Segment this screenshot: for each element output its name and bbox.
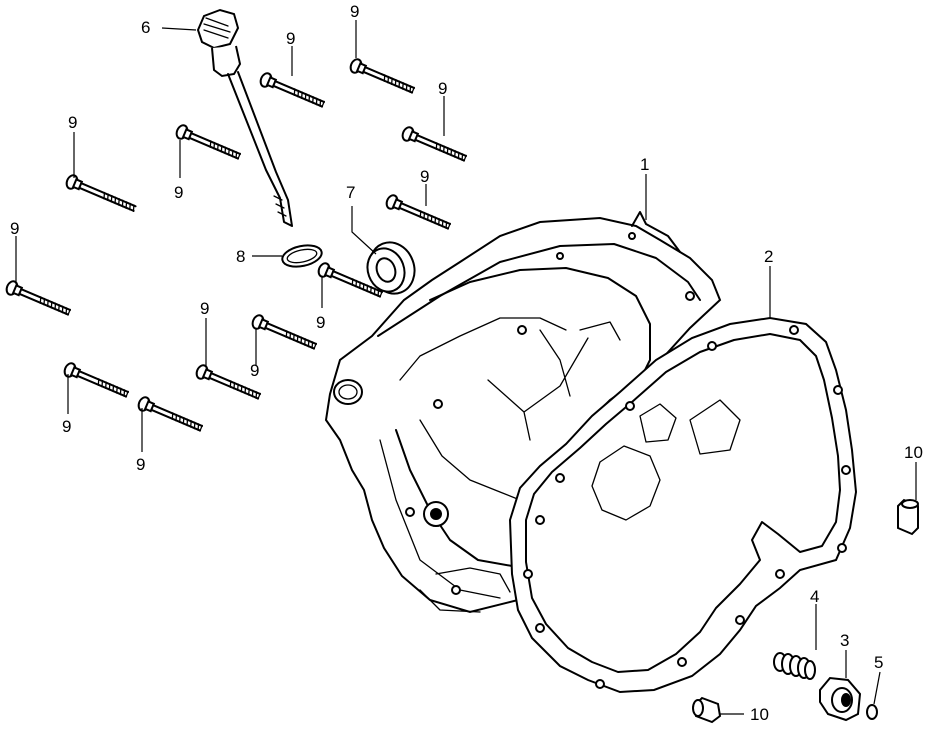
spring (773, 652, 816, 680)
oil-dipstick (196, 8, 293, 227)
bolt-1 (349, 58, 416, 94)
bolt-10 (195, 364, 262, 400)
oil-seal (366, 241, 416, 295)
callout-9: 9 (316, 313, 325, 332)
part-5 (866, 704, 878, 720)
bolt-4 (175, 124, 242, 160)
callout-10: 10 (904, 443, 923, 462)
callout-9: 9 (174, 183, 183, 202)
bolt-8 (5, 280, 72, 316)
callout-9: 9 (250, 361, 259, 380)
bolt-11 (63, 362, 130, 398)
bolt-6 (385, 194, 452, 230)
callout-9: 9 (10, 219, 19, 238)
bolt-12 (137, 396, 204, 432)
dowel-pin-2 (692, 696, 722, 724)
callout-2: 2 (764, 247, 773, 266)
callout-9: 9 (136, 455, 145, 474)
bolt-3 (401, 126, 468, 162)
callout-6: 6 (141, 18, 150, 37)
bolt-7 (317, 262, 384, 298)
crankcase-cover (324, 211, 722, 614)
bolt-2 (259, 72, 326, 108)
callout-10: 10 (750, 705, 769, 724)
callout-9: 9 (68, 113, 77, 132)
callout-9: 9 (62, 417, 71, 436)
callout-4: 4 (810, 587, 819, 606)
bolt-5 (65, 174, 137, 212)
part-3 (819, 676, 862, 722)
callout-9: 9 (200, 299, 209, 318)
o-ring (281, 244, 323, 268)
callout-labels: 6 9 9 9 9 9 9 7 8 9 9 9 9 9 9 1 2 10 10 … (10, 2, 923, 724)
leader-lines (15, 20, 917, 715)
callout-9: 9 (350, 2, 359, 21)
callout-9: 9 (420, 167, 429, 186)
cover-gasket (508, 316, 858, 694)
callout-9: 9 (286, 29, 295, 48)
callout-1: 1 (640, 155, 649, 174)
callout-3: 3 (840, 631, 849, 650)
callout-5: 5 (874, 653, 883, 672)
callout-7: 7 (346, 183, 355, 202)
bolt-9 (251, 314, 318, 350)
dowel-pin-1 (897, 498, 919, 536)
callout-9: 9 (438, 79, 447, 98)
callout-8: 8 (236, 247, 245, 266)
bolt-group (5, 58, 468, 432)
